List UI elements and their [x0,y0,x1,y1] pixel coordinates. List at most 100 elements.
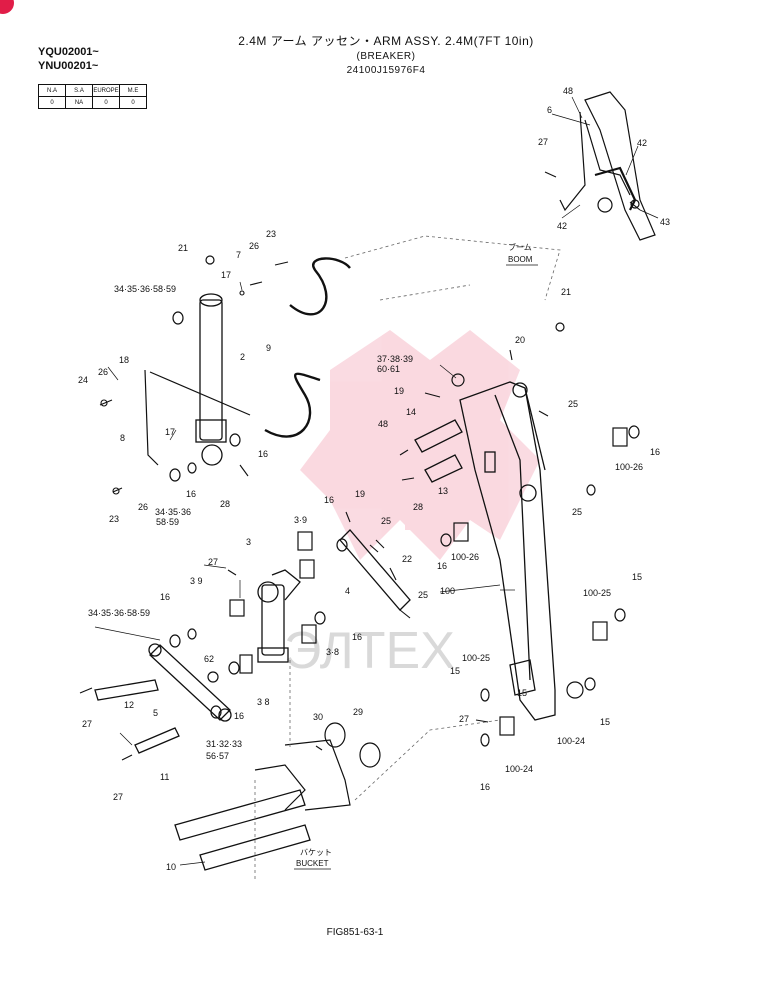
bucket-linkage [254,722,381,811]
callout-25: 25 [568,399,578,409]
market-value: 0 [119,96,147,109]
callout-22: 22 [402,554,412,564]
fittings-bolts [79,171,641,761]
callout-3: 3 [246,537,251,547]
bucket-outline [254,660,501,880]
callout-19: 19 [355,489,365,499]
bucket-label: BUCKET [296,859,329,868]
callout-13: 13 [438,486,448,496]
figure-reference: FIG851-63-1 [326,927,384,938]
bushings-washers [169,255,640,747]
callout-19: 19 [394,386,404,396]
callout-15: 15 [632,572,642,582]
callout-4: 4 [345,586,350,596]
callout-26: 26 [138,502,148,512]
boom-outline [344,235,561,301]
callout-3-9: 3 9 [190,576,203,586]
callout-10: 10 [166,862,176,872]
callout-27: 27 [538,137,548,147]
callout-3-9: 3·9 [294,515,307,525]
callout-27: 27 [459,714,469,724]
callout-27: 27 [113,792,123,802]
boom-label: BOOM [508,255,533,264]
callout-25: 25 [418,590,428,600]
callout-23: 23 [266,229,276,239]
callout-2: 2 [240,352,245,362]
page-title: 2.4M アーム アッセン・ARM ASSY. 2.4M(7FT 10in) [238,34,534,48]
callout-100-26: 100-26 [615,462,643,472]
callout-24: 24 [78,375,88,385]
bucket-label-jp: バケット [300,848,332,857]
callout-34-35-36-58-59: 34·35·36·58·59 [88,608,150,618]
callout-17: 17 [165,427,175,437]
callout-37-38-39: 37·38·39 [377,354,413,364]
hydraulic-hoses [264,257,351,438]
callout-5: 5 [153,708,158,718]
callout-15: 15 [450,666,460,676]
callout-34-35-36: 34·35·36 [155,507,191,517]
callout-26: 26 [98,367,108,377]
callout-42: 42 [637,138,647,148]
callout-29: 29 [353,707,363,717]
callout-16: 16 [437,561,447,571]
callout-16: 16 [258,449,268,459]
callout-20: 20 [515,335,525,345]
callout-34-35-36-58-59: 34·35·36·58·59 [114,284,176,294]
callout-8: 8 [120,433,125,443]
callout-18: 18 [119,355,129,365]
callout-16: 16 [160,592,170,602]
callout-27: 27 [82,719,92,729]
callout-42: 42 [557,221,567,231]
callout-14: 14 [406,407,416,417]
watermark-text: ЭЛТЕХ [284,622,455,680]
callout-15: 15 [600,717,610,727]
callout-48: 48 [563,86,573,96]
callout-16: 16 [480,782,490,792]
callout-100: 100 [440,586,455,596]
watermark-logo [300,330,540,560]
corner-badge [0,0,14,14]
leader-lines [94,96,659,866]
pipe-clamp [144,369,251,466]
callout-100-25: 100-25 [583,588,611,598]
callout-16: 16 [186,489,196,499]
callout-100-26: 100-26 [451,552,479,562]
callout-60-61: 60·61 [377,364,400,374]
boom-tip-assembly [559,91,656,241]
callout-16: 16 [650,447,660,457]
callout-58-59: 58·59 [156,517,179,527]
callout-16: 16 [234,711,244,721]
boom-label-jp: ブーム [508,242,532,252]
callout-43: 43 [660,217,670,227]
callout-28: 28 [413,502,423,512]
links [148,529,411,722]
callout-17: 17 [221,270,231,280]
callout-100-24: 100-24 [505,764,533,774]
callout-16: 16 [352,632,362,642]
callout-7: 7 [236,250,241,260]
callout-6: 6 [547,105,552,115]
serial-range-2: YNU00201~ [38,60,99,72]
callout-23: 23 [109,514,119,524]
serial-range-1: YQU02001~ [38,46,99,58]
market-value: 0 [92,96,120,109]
callout-56-57: 56·57 [206,751,229,761]
callout-21: 21 [561,287,571,297]
callout-100-25: 100-25 [462,653,490,663]
callout-27: 27 [208,557,218,567]
callout-21: 21 [178,243,188,253]
callout-62: 62 [204,654,214,664]
callout-labels: 48 6 42 27 42 43 23 26 21 7 17 34·35·36·… [78,86,670,872]
callout-30: 30 [313,712,323,722]
arm-cylinder [195,293,227,466]
callout-25: 25 [381,516,391,526]
callout-48: 48 [378,419,388,429]
callout-9: 9 [266,343,271,353]
callout-16: 16 [324,495,334,505]
callout-31-32-33: 31·32·33 [206,739,242,749]
callout-11: 11 [160,772,169,782]
market-applicability-table: N.A S.A EUROPE M.E 0 NA 0 0 [38,84,147,109]
page-subtitle: (BREAKER) [356,51,416,62]
callout-26: 26 [249,241,259,251]
